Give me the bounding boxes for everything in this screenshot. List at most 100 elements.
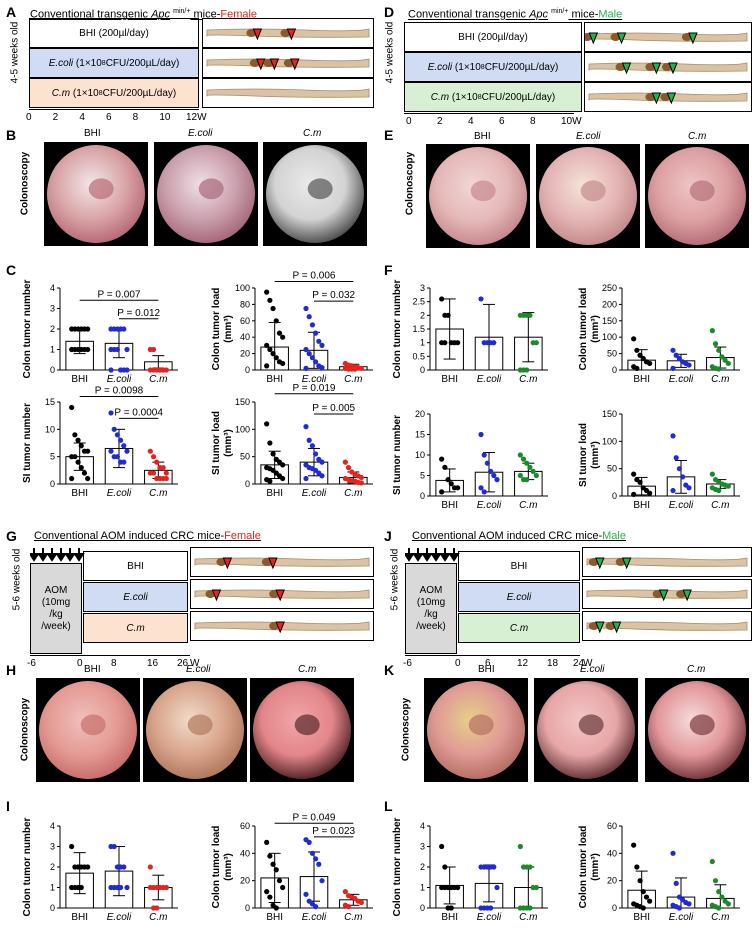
panel-a-strip-bhi (202, 18, 374, 48)
y-tick-label: 2 (420, 310, 425, 320)
panel-j-axis (405, 655, 580, 656)
data-point (637, 479, 643, 485)
injection-arrow (37, 548, 49, 562)
data-point (85, 346, 91, 353)
data-point (78, 884, 84, 891)
data-point (524, 477, 530, 483)
y-axis-label: SI tumor load(mm³) (578, 423, 601, 487)
y-axis-label: SI tumor number (392, 415, 403, 495)
timeline-tick: 6 (485, 658, 491, 669)
data-point (319, 459, 325, 465)
data-point (147, 884, 153, 891)
timeline-tick: 8 (530, 116, 536, 127)
panel-d-title: Conventional transgenic Apc min/+ mice-M… (408, 8, 623, 21)
y-tick-label: 0 (420, 903, 425, 913)
intestine-svg (588, 62, 748, 75)
category-label: E.coli (669, 500, 694, 511)
y-axis-label: Colon tumor number (22, 279, 33, 378)
injection-arrow (55, 548, 67, 562)
data-point (303, 424, 309, 430)
data-point (358, 480, 364, 486)
y-axis-label: SI tumor load(mm³) (211, 411, 234, 475)
data-point (108, 448, 114, 454)
tumor-arrow (666, 92, 677, 105)
timeline-tick: 16 (147, 658, 159, 669)
injection-arrow (439, 548, 451, 562)
data-point (676, 355, 682, 362)
data-point (270, 305, 276, 312)
data-point (725, 901, 731, 907)
panel-j-strip-bhi (582, 547, 752, 577)
data-point (267, 478, 273, 484)
data-point (267, 440, 273, 446)
data-point (78, 465, 84, 471)
panel-e-label-bhi: BHI (474, 131, 491, 142)
panel-a-row-bhi: BHI (200µl/day) (29, 18, 199, 48)
data-point (72, 454, 78, 460)
category-label: E.coli (302, 488, 327, 499)
y-tick-label: 1 (420, 338, 425, 348)
panel-label-i: I (6, 798, 10, 814)
data-point (81, 470, 88, 476)
panel-j-row-ecoli: E.coli (458, 582, 580, 612)
data-point (121, 443, 127, 449)
p-value: P = 0.019 (293, 383, 336, 394)
panel-k-scope-bhi (424, 678, 528, 782)
category-label: C.m (519, 912, 537, 923)
data-point (670, 347, 676, 353)
injection-arrows-svg (30, 548, 85, 562)
data-point (719, 354, 725, 360)
data-point (686, 362, 692, 368)
data-point (640, 889, 646, 895)
data-point (725, 483, 731, 489)
data-point (316, 338, 322, 344)
y-tick-label: 0 (50, 903, 55, 913)
data-point (442, 884, 448, 891)
panel-d-age: 4-5 weeks old (384, 21, 396, 84)
data-point (709, 858, 715, 865)
data-point (114, 346, 120, 353)
category-label: E.coli (669, 374, 694, 385)
data-point (276, 330, 283, 336)
data-point (121, 459, 127, 465)
panel-d-strip-ecoli (584, 52, 752, 82)
timeline-tick: W (583, 658, 593, 669)
data-point (716, 347, 722, 353)
panel-j-row-cm: C.m (458, 613, 580, 643)
panel-h-scope-cm (250, 678, 354, 782)
timeline-tick: 0 (406, 116, 412, 127)
data-point (488, 905, 494, 911)
data-point (712, 878, 719, 884)
y-tick-label: 5 (420, 471, 425, 481)
timeline-tick: 26 (177, 658, 189, 669)
data-point (716, 366, 722, 372)
panel-a-axis (29, 109, 199, 110)
data-point (517, 452, 523, 458)
y-tick-label: 4 (420, 821, 425, 831)
y-tick-label: 20 (240, 876, 250, 886)
data-point (124, 448, 130, 454)
panel-g-strip-cm (190, 611, 374, 641)
scope-lumen (187, 714, 213, 736)
scope-lumen (689, 714, 715, 736)
data-point (637, 878, 643, 884)
data-point (316, 861, 322, 867)
timeline-tick: 0 (26, 112, 32, 123)
data-point (488, 468, 494, 474)
scope-lumen (578, 714, 604, 736)
y-tick-label: 1 (420, 883, 425, 893)
data-point (439, 489, 445, 495)
panel-g-title: Conventional AOM induced CRC mice-Female (34, 530, 261, 542)
p-value: P = 0.0004 (114, 407, 163, 418)
y-axis-label: SI tumor number (22, 403, 33, 483)
colonoscopy-svg (250, 678, 354, 782)
data-point (309, 850, 315, 856)
intestine-svg (586, 557, 748, 570)
panel-b-scope-cm (263, 142, 367, 246)
y-tick-label: 100 (602, 332, 617, 342)
panel-h-label-cm: C.m (298, 664, 317, 675)
data-point (670, 433, 676, 439)
panel-k-label-ecoli: E.coli (580, 664, 605, 675)
data-point (494, 884, 500, 891)
panel-label-a: A (6, 4, 17, 20)
